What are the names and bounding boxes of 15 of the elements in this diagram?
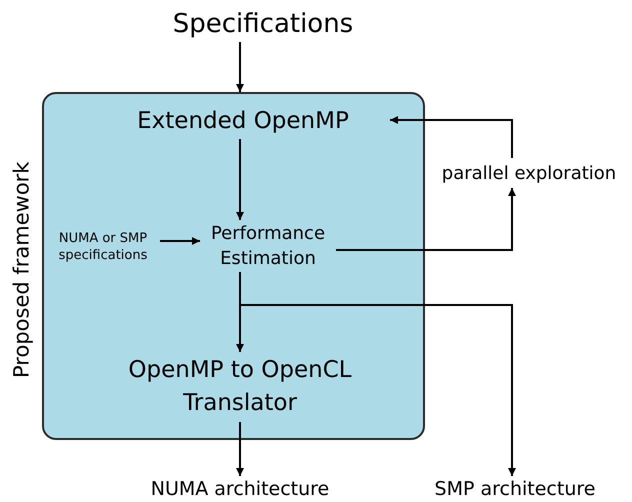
arrow xyxy=(160,237,200,245)
stage-label: Performance Estimation xyxy=(200,220,336,272)
arrow xyxy=(236,139,244,220)
stage-label: Extended OpenMP xyxy=(96,103,390,139)
arrow xyxy=(236,42,244,92)
output-label: SMP architecture xyxy=(410,476,620,502)
output-label: NUMA architecture xyxy=(130,476,350,502)
input-label: NUMA or SMP specifications xyxy=(46,228,160,266)
stage-label: OpenMP to OpenCL Translator xyxy=(104,352,376,422)
arrow xyxy=(390,116,513,158)
framework-label: Proposed framework xyxy=(8,160,34,380)
arrow xyxy=(236,422,244,476)
loop-label: parallel exploration xyxy=(426,158,632,188)
input-label: Specifications xyxy=(160,6,366,42)
arrow xyxy=(336,188,516,251)
